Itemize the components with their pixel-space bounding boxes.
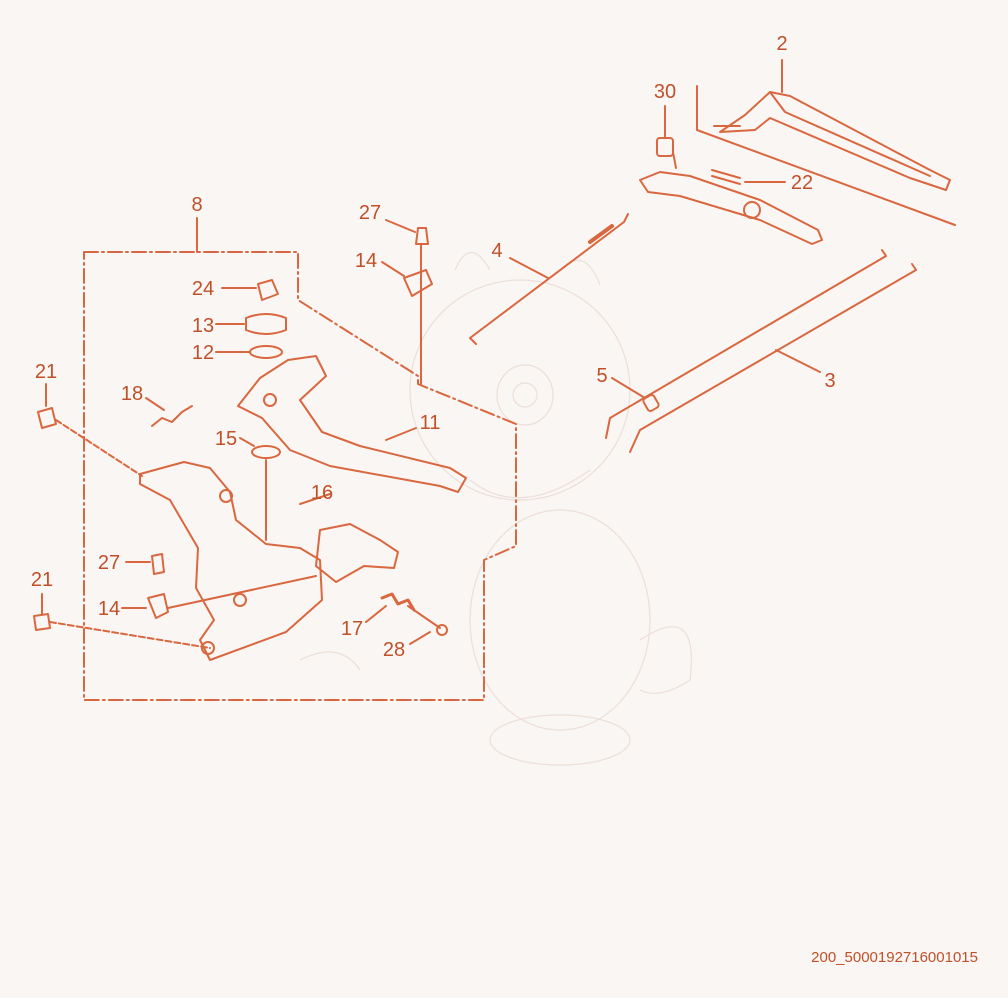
part-30-nut bbox=[656, 137, 674, 157]
part-11-arm bbox=[237, 355, 467, 493]
callout-13: 13 bbox=[192, 315, 214, 337]
part-code: 200_5000192716001015 bbox=[811, 949, 978, 966]
callout-8: 8 bbox=[191, 194, 202, 216]
part-3-rod bbox=[629, 263, 917, 453]
callout-18: 18 bbox=[121, 383, 143, 405]
callout-16: 16 bbox=[311, 482, 333, 504]
callout-28: 28 bbox=[383, 639, 405, 661]
part-18-spring bbox=[151, 405, 193, 427]
part-5-clip bbox=[642, 394, 660, 412]
part-22-arm bbox=[639, 171, 823, 245]
part-14-clip-top bbox=[403, 269, 433, 297]
callout-27-top: 27 bbox=[359, 202, 381, 224]
callout-5: 5 bbox=[596, 365, 607, 387]
callout-21-upper: 21 bbox=[35, 361, 57, 383]
part-24-nut bbox=[257, 279, 279, 301]
callout-17: 17 bbox=[341, 618, 363, 640]
callout-14-lower: 14 bbox=[98, 598, 120, 620]
part-21-bolt-upper bbox=[37, 407, 57, 429]
group-8-outline bbox=[83, 251, 517, 701]
callout-27-lower: 27 bbox=[98, 552, 120, 574]
callout-21-lower: 21 bbox=[31, 569, 53, 591]
callout-14-top: 14 bbox=[355, 250, 377, 272]
part-2-lever bbox=[719, 91, 951, 191]
callout-22: 22 bbox=[791, 172, 813, 194]
callout-12: 12 bbox=[192, 342, 214, 364]
part-21-bolt-lower bbox=[33, 613, 51, 631]
part-15-washer bbox=[251, 445, 281, 459]
part-17-spring bbox=[380, 592, 416, 612]
callout-11: 11 bbox=[420, 412, 441, 434]
part-28-bolt bbox=[407, 605, 441, 629]
part-13-bushing bbox=[245, 313, 287, 335]
callout-2: 2 bbox=[776, 33, 787, 55]
callout-30: 30 bbox=[654, 81, 676, 103]
watermark-dragon bbox=[299, 251, 692, 766]
part-16-bracket bbox=[139, 461, 323, 661]
callout-4: 4 bbox=[491, 240, 502, 262]
callouts: 2 30 22 27 4 14 8 24 13 12 21 18 11 15 1… bbox=[31, 33, 836, 661]
part-27-bolt-lower bbox=[151, 553, 165, 575]
part-lines bbox=[33, 59, 956, 701]
part-14-clip-lower bbox=[147, 593, 169, 619]
part-5-rod bbox=[605, 249, 887, 439]
part-16-mount bbox=[315, 523, 399, 583]
callout-24: 24 bbox=[192, 278, 214, 300]
part-4-rod bbox=[469, 213, 629, 345]
callout-3: 3 bbox=[824, 370, 835, 392]
part-27-bolt-top bbox=[415, 227, 429, 245]
part-12-washer bbox=[249, 345, 283, 359]
callout-15: 15 bbox=[215, 428, 237, 450]
